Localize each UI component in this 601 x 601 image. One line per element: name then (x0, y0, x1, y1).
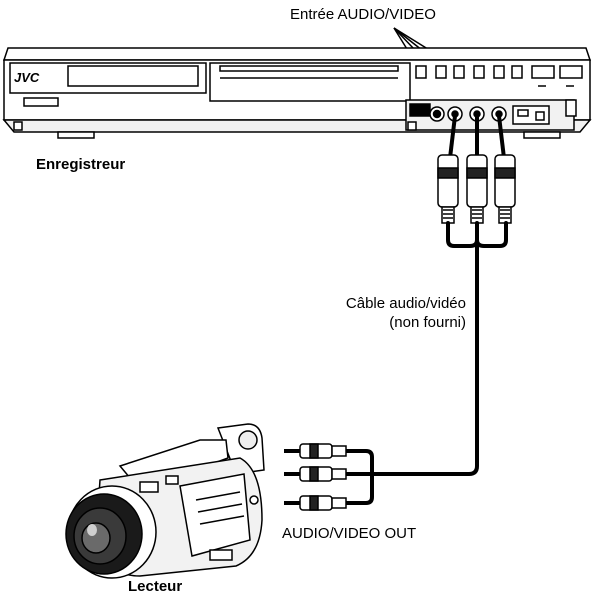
input-label: Entrée AUDIO/VIDEO (290, 6, 436, 23)
recorder-brand-logo: JVC (14, 70, 40, 85)
av-cable (344, 221, 508, 505)
cable-label-line1: Câble audio/vidéo (345, 295, 466, 312)
recorder-label: Enregistreur (36, 156, 126, 173)
camcorder-rca-plugs (284, 443, 347, 511)
camcorder-device (65, 423, 265, 579)
recorder-device (2, 47, 592, 139)
cable-label-line2: (non fourni) (389, 314, 466, 331)
output-label: AUDIO/VIDEO OUT (282, 525, 417, 542)
player-label: Lecteur (128, 578, 183, 595)
recorder-rca-plugs (437, 115, 516, 224)
